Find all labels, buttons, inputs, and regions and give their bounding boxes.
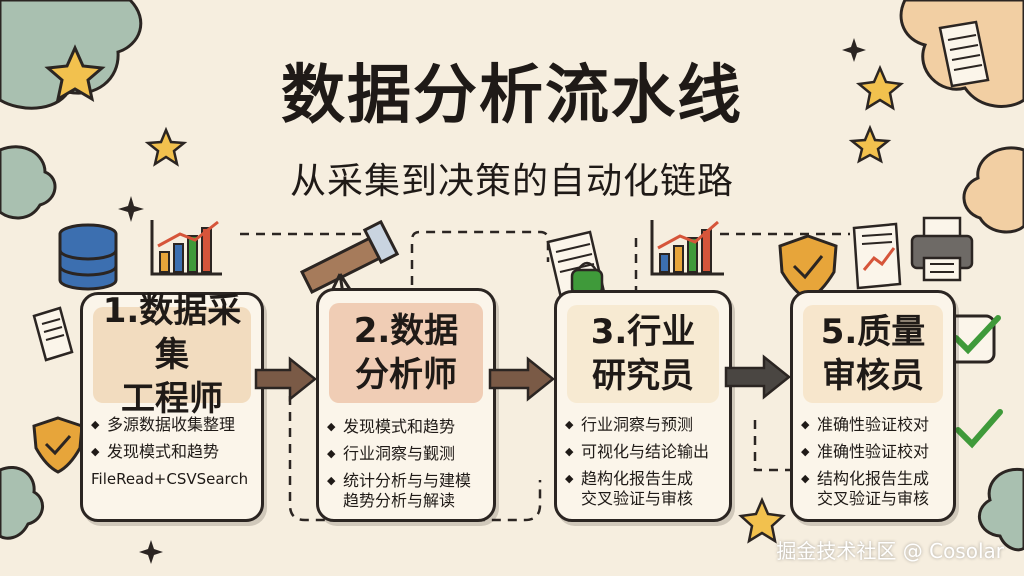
list-item: 准确性验证校对 — [801, 415, 945, 435]
card-heading-line2: 工程师 — [121, 379, 223, 419]
card-heading-line1: 1.数据采集 — [102, 291, 242, 375]
list-item: 可视化与结论输出 — [565, 442, 721, 462]
card-heading-line1: 2.数据 — [353, 311, 459, 351]
sparkle-icon — [139, 540, 163, 564]
page-title: 数据分析流水线 — [281, 59, 743, 133]
list-item: 趋势分析与解读 — [343, 491, 456, 510]
card-heading: 2.数据 分析师 — [329, 303, 483, 403]
card-bullet-list: 行业洞察与预测 可视化与结论输出 趋构化报告生成 交叉验证与审核 — [565, 415, 721, 516]
card-data-collection-engineer: 1.数据采集 工程师 多源数据收集整理 发现模式和趋势 FileRead+CSV… — [80, 291, 264, 522]
card-data-analyst: 2.数据 分析师 发现模式和趋势 行业洞察与觐测 统计分析与与建模 趋势分析与解… — [316, 288, 496, 522]
list-item: 结构化报告生成 — [801, 469, 945, 489]
card-heading-line2: 研究员 — [591, 356, 694, 396]
printer-icon — [910, 216, 974, 282]
list-item: 行业洞察与觐测 — [327, 444, 485, 464]
shield-icon — [32, 416, 84, 474]
bar-chart-icon — [150, 220, 222, 276]
list-item: 趋构化报告生成 — [565, 469, 721, 489]
card-heading: 5.质量 审核员 — [803, 305, 943, 403]
card-heading-line2: 分析师 — [354, 355, 457, 395]
list-item: 交叉验证与审核 — [581, 489, 694, 508]
card-bullet-list: 准确性验证校对 准确性验证校对 结构化报告生成 交叉验证与审核 — [801, 415, 945, 516]
list-item: 行业洞察与预测 — [565, 415, 721, 435]
card-heading-line1: 3.行业 — [590, 312, 696, 352]
check-icon — [955, 409, 1003, 449]
card-industry-researcher: 3.行业 研究员 行业洞察与预测 可视化与结论输出 趋构化报告生成 交叉验证与审… — [554, 290, 732, 522]
card-heading-line2: 审核员 — [821, 356, 924, 396]
document-chart-icon — [852, 222, 902, 290]
list-item: 统计分析与与建模 — [327, 471, 485, 491]
database-icon — [58, 223, 118, 291]
card-bullet-list: 发现模式和趋势 行业洞察与觐测 统计分析与与建模 趋势分析与解读 — [327, 417, 485, 518]
list-item: 交叉验证与审核 — [817, 489, 930, 508]
card-bullet-list: 多源数据收集整理 发现模式和趋势 FileRead+CSVSearch — [91, 415, 253, 496]
cloud-bottom-left — [0, 466, 44, 540]
list-item: 准确性验证校对 — [801, 442, 945, 462]
list-item: 发现模式和趋势 — [327, 417, 485, 437]
flow-arrow — [724, 354, 792, 400]
card-heading-line1: 5.质量 — [820, 312, 926, 352]
card-heading: 3.行业 研究员 — [567, 305, 719, 403]
flow-arrow — [488, 356, 556, 402]
list-item: FileRead+CSVSearch — [91, 470, 249, 488]
list-item: 多源数据收集整理 — [91, 415, 253, 435]
dashed-connector — [753, 420, 790, 472]
page-subtitle: 从采集到决策的自动化链路 — [289, 161, 734, 202]
flow-arrow — [254, 356, 318, 402]
dashed-connector — [410, 230, 550, 285]
list-item: 发现模式和趋势 — [91, 442, 253, 462]
card-quality-reviewer: 5.质量 审核员 准确性验证校对 准确性验证校对 结构化报告生成 交叉验证与审核 — [790, 290, 956, 522]
card-heading: 1.数据采集 工程师 — [93, 291, 251, 419]
watermark: 掘金技术社区 @ Cosolar — [776, 539, 1004, 563]
bar-chart-icon — [650, 220, 724, 276]
document-icon — [32, 306, 74, 362]
